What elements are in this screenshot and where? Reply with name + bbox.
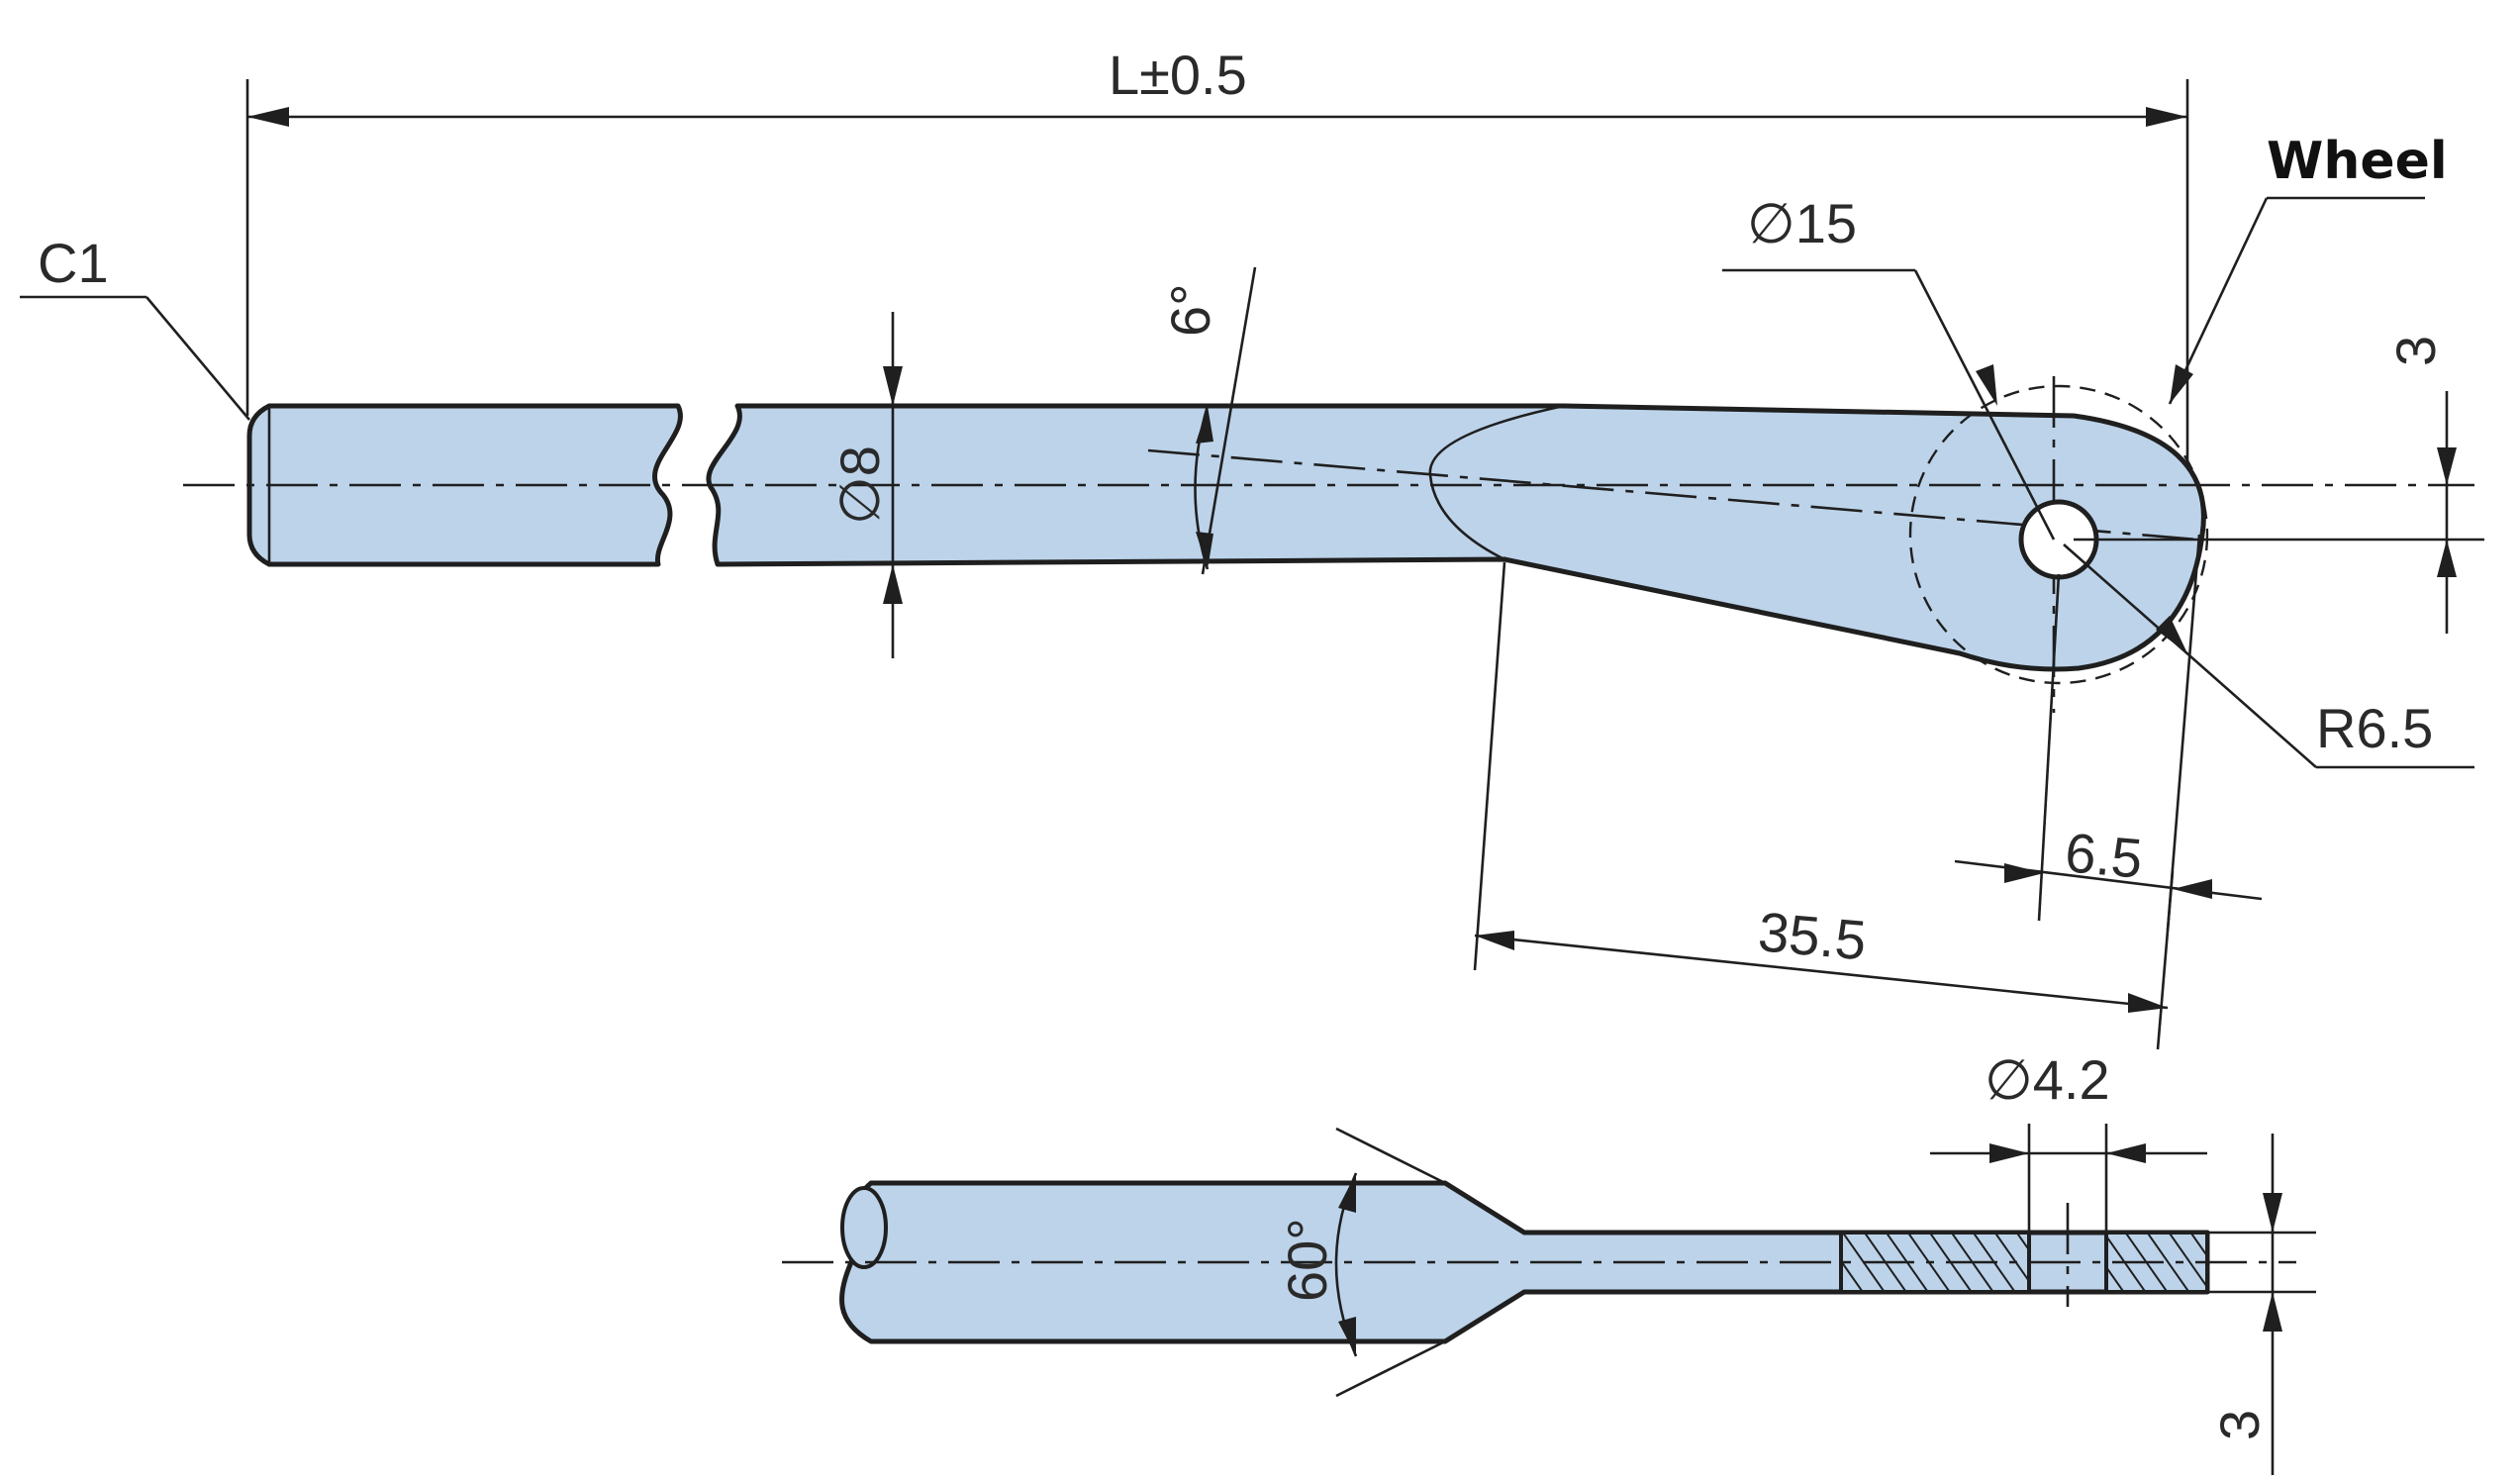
shaft-diameter-dimension: ∅8 (828, 312, 903, 658)
taper-angle-label: 60° (1276, 1218, 1338, 1302)
chamfer-label: C1 (38, 232, 109, 294)
eye-length-dimension: 35.5 (1473, 561, 2175, 1050)
flat-thickness-label: 3 (2208, 1410, 2271, 1440)
wheel-phantom-circle (1908, 384, 2209, 685)
eye-to-edge-label: 6.5 (2063, 821, 2145, 890)
overall-length-dimension: L±0.5 (245, 44, 2189, 515)
hole-diameter-label: ∅4.2 (1985, 1048, 2110, 1111)
eye-radius-label: R6.5 (2316, 697, 2433, 759)
eye-diameter-label: ∅15 (1747, 192, 1857, 254)
eye-length-label: 35.5 (1756, 900, 1869, 971)
chamfer-callout: C1 (20, 232, 250, 421)
bend-angle-dimension: 6° (1159, 266, 1257, 575)
side-view-cut-end (840, 1186, 888, 1269)
overall-length-label: L±0.5 (1109, 44, 1247, 106)
side-view: 60° ∅4.2 3 (782, 1048, 2316, 1475)
flat-thickness-dimension: 3 (2207, 1134, 2316, 1475)
hole-diameter-dimension: ∅4.2 (1930, 1048, 2207, 1287)
eye-diameter-callout: ∅15 (1722, 192, 2056, 541)
offset-dimension-top: 3 (2074, 336, 2484, 634)
shaft-diameter-label: ∅8 (828, 445, 891, 525)
eye-radius-callout: R6.5 (2063, 543, 2474, 769)
shaft-right-segment-with-eye (706, 403, 2206, 672)
wheel-label: Wheel (2267, 132, 2448, 191)
taper-angle-dimension: 60° (1276, 1127, 1446, 1398)
wheel-callout: Wheel (2168, 132, 2448, 405)
bend-angle-label: 6° (1159, 283, 1221, 337)
offset-top-label: 3 (2384, 336, 2447, 366)
eye-to-edge-dimension: 6.5 (1954, 534, 2263, 932)
top-view: L±0.5 C1 ∅8 (20, 44, 2484, 1050)
